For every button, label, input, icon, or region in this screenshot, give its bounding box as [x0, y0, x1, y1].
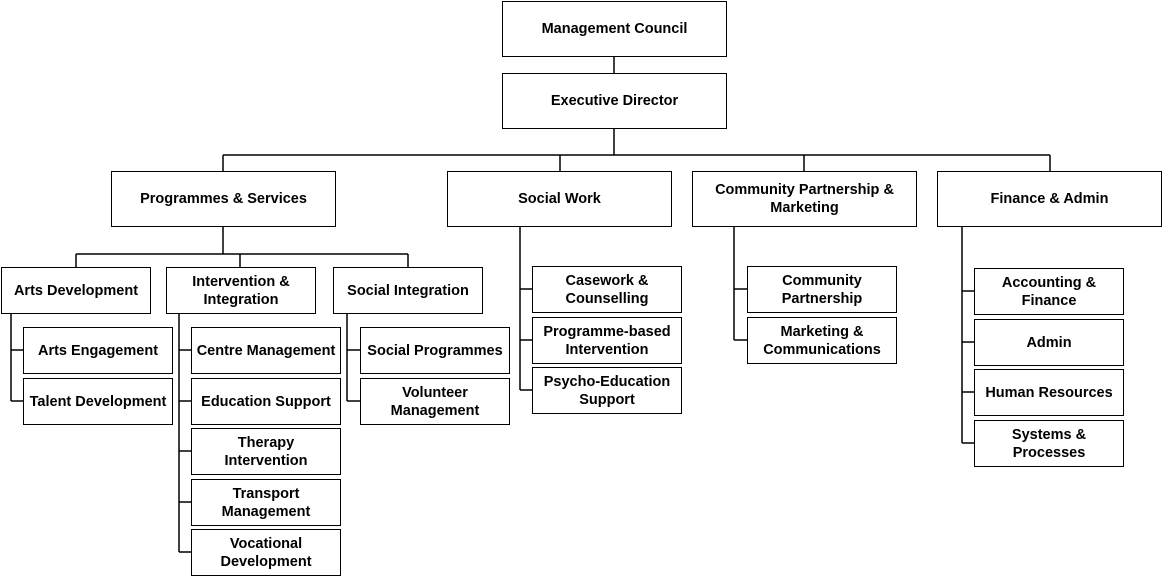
accounting-finance-label: Accounting & Finance — [1001, 274, 1097, 309]
arts-development-label: Arts Development — [13, 282, 139, 299]
programme-based-intervention-label: Programme-based Intervention — [543, 323, 671, 358]
programme-based-intervention-box: Programme-based Intervention — [532, 317, 682, 364]
psycho-education-support-box: Psycho-Education Support — [532, 367, 682, 414]
admin-box: Admin — [974, 319, 1124, 366]
volunteer-management-box: Volunteer Management — [360, 378, 510, 425]
programmes-services-box: Programmes & Services — [111, 171, 336, 227]
community-partnership-label: Community Partnership — [781, 272, 863, 307]
marketing-communications-box: Marketing & Communications — [747, 317, 897, 364]
vocational-development-box: Vocational Development — [191, 529, 341, 576]
talent-development-box: Talent Development — [23, 378, 173, 425]
social-programmes-label: Social Programmes — [367, 342, 503, 359]
therapy-intervention-label: Therapy Intervention — [224, 434, 308, 469]
arts-engagement-box: Arts Engagement — [23, 327, 173, 374]
programmes-services-label: Programmes & Services — [140, 191, 307, 207]
arts-development-box: Arts Development — [1, 267, 151, 314]
management-council-box: Management Council — [502, 1, 727, 57]
arts-engagement-label: Arts Engagement — [37, 342, 159, 359]
talent-development-label: Talent Development — [29, 393, 167, 410]
accounting-finance-box: Accounting & Finance — [974, 268, 1124, 315]
community-partnership-box: Community Partnership — [747, 266, 897, 313]
marketing-communications-label: Marketing & Communications — [763, 323, 881, 358]
executive-director-label: Executive Director — [550, 93, 679, 109]
community-partnership-marketing-label: Community Partnership & Marketing — [715, 182, 894, 216]
education-support-box: Education Support — [191, 378, 341, 425]
centre-management-label: Centre Management — [196, 342, 336, 359]
psycho-education-support-label: Psycho-Education Support — [543, 373, 671, 408]
finance-admin-label: Finance & Admin — [990, 191, 1109, 207]
centre-management-box: Centre Management — [191, 327, 341, 374]
finance-admin-box: Finance & Admin — [937, 171, 1162, 227]
social-integration-box: Social Integration — [333, 267, 483, 314]
executive-director-box: Executive Director — [502, 73, 727, 129]
casework-counselling-box: Casework & Counselling — [532, 266, 682, 313]
intervention-integration-box: Intervention & Integration — [166, 267, 316, 314]
casework-counselling-label: Casework & Counselling — [565, 272, 649, 307]
vocational-development-label: Vocational Development — [220, 535, 312, 570]
systems-processes-label: Systems & Processes — [1011, 426, 1087, 461]
education-support-label: Education Support — [201, 393, 331, 410]
volunteer-management-label: Volunteer Management — [390, 384, 480, 419]
admin-label: Admin — [1026, 334, 1072, 351]
therapy-intervention-box: Therapy Intervention — [191, 428, 341, 475]
social-programmes-box: Social Programmes — [360, 327, 510, 374]
community-partnership-marketing-box: Community Partnership & Marketing — [692, 171, 917, 227]
transport-management-box: Transport Management — [191, 479, 341, 526]
social-work-label: Social Work — [518, 191, 601, 207]
transport-management-label: Transport Management — [221, 485, 311, 520]
human-resources-label: Human Resources — [985, 384, 1113, 401]
social-integration-label: Social Integration — [347, 282, 469, 299]
social-work-box: Social Work — [447, 171, 672, 227]
intervention-integration-label: Intervention & Integration — [192, 273, 290, 308]
systems-processes-box: Systems & Processes — [974, 420, 1124, 467]
management-council-label: Management Council — [541, 21, 688, 37]
human-resources-box: Human Resources — [974, 369, 1124, 416]
